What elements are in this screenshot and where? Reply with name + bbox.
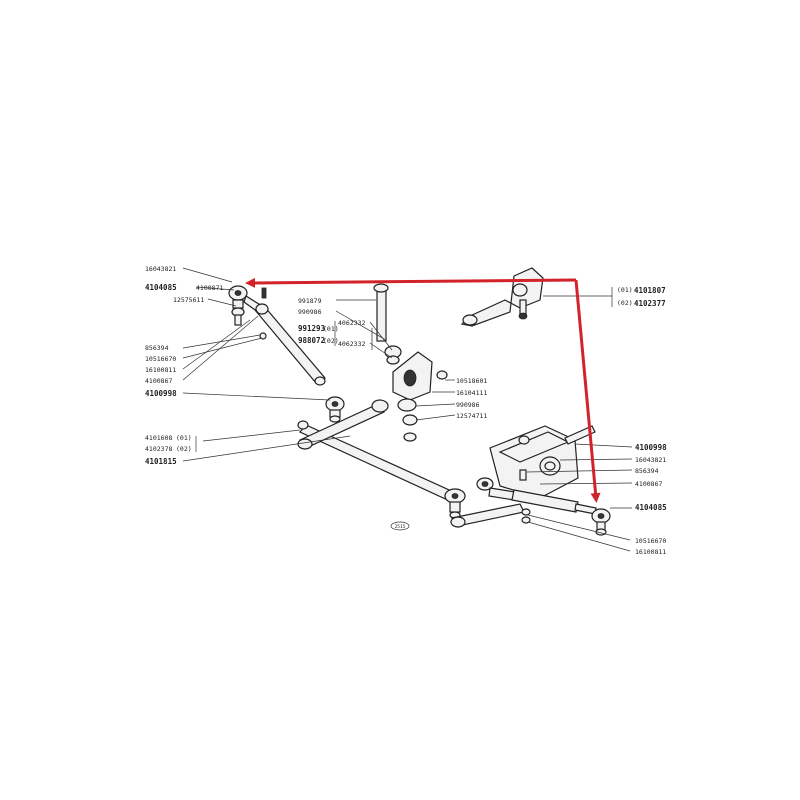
variant-02-c: (02) [617, 299, 633, 307]
label-4062332-a: 4062332 [338, 319, 365, 327]
label-right-10516670: 10516670 [635, 537, 666, 545]
label-16043821: 16043821 [145, 265, 176, 273]
label-4104085: 4104085 [145, 283, 177, 292]
label-12574711: 12574711 [456, 412, 487, 420]
figure-stamp: 2515 [390, 521, 410, 531]
label-988072: 988072 [298, 336, 325, 345]
centre-left-ball-joint [325, 396, 345, 423]
right-tie-rod [476, 477, 611, 536]
centre-right-ball-joint [444, 488, 466, 519]
variant-02-a: (02) [176, 445, 192, 453]
pitman-arm [460, 267, 544, 327]
left-tie-rod [254, 303, 326, 386]
label-856394: 856394 [145, 344, 169, 352]
label-990986-b: 990986 [456, 401, 480, 409]
label-right-856394: 856394 [635, 467, 659, 475]
stamp-number: 2515 [395, 524, 406, 530]
label-991879: 991879 [298, 297, 322, 305]
leader-lines [182, 267, 633, 552]
label-right-16043821: 16043821 [635, 456, 666, 464]
label-4101807: 4101807 [634, 286, 666, 295]
label-990986: 990986 [298, 308, 322, 316]
label-10516670: 10516670 [145, 355, 176, 363]
label-4062332-b: 4062332 [338, 340, 365, 348]
variant-02-b: (02) [323, 337, 339, 345]
label-12575611: 12575611 [173, 296, 204, 304]
part-number-labels: 16043821 4104085 4100871 12575611 856394… [145, 265, 667, 556]
label-4102378: 4102378 [145, 445, 172, 453]
label-right-4104085: 4104085 [635, 503, 667, 512]
variant-01-a: (01) [176, 434, 192, 442]
drag-link [450, 503, 531, 528]
label-right-16100811: 16100811 [635, 548, 666, 556]
label-right-4100998: 4100998 [635, 443, 667, 452]
label-16104111: 16104111 [456, 389, 487, 397]
label-4102377: 4102377 [634, 299, 666, 308]
label-4100998: 4100998 [145, 389, 177, 398]
centre-track-rod [297, 399, 459, 503]
red-arrow [245, 277, 601, 503]
label-991293: 991293 [298, 324, 326, 333]
label-right-4100867: 4100867 [635, 480, 662, 488]
label-4101608: 4101608 [145, 434, 172, 442]
label-4101815: 4101815 [145, 457, 177, 466]
steering-box [489, 425, 596, 499]
variant-01-b: (01) [323, 325, 339, 333]
idler-arm-assembly [373, 283, 448, 442]
variant-01-c: (01) [617, 286, 633, 294]
label-4100871: 4100871 [196, 284, 223, 292]
label-10518601: 10518601 [456, 377, 487, 385]
label-16100811: 16100811 [145, 366, 176, 374]
label-4100867: 4100867 [145, 377, 172, 385]
